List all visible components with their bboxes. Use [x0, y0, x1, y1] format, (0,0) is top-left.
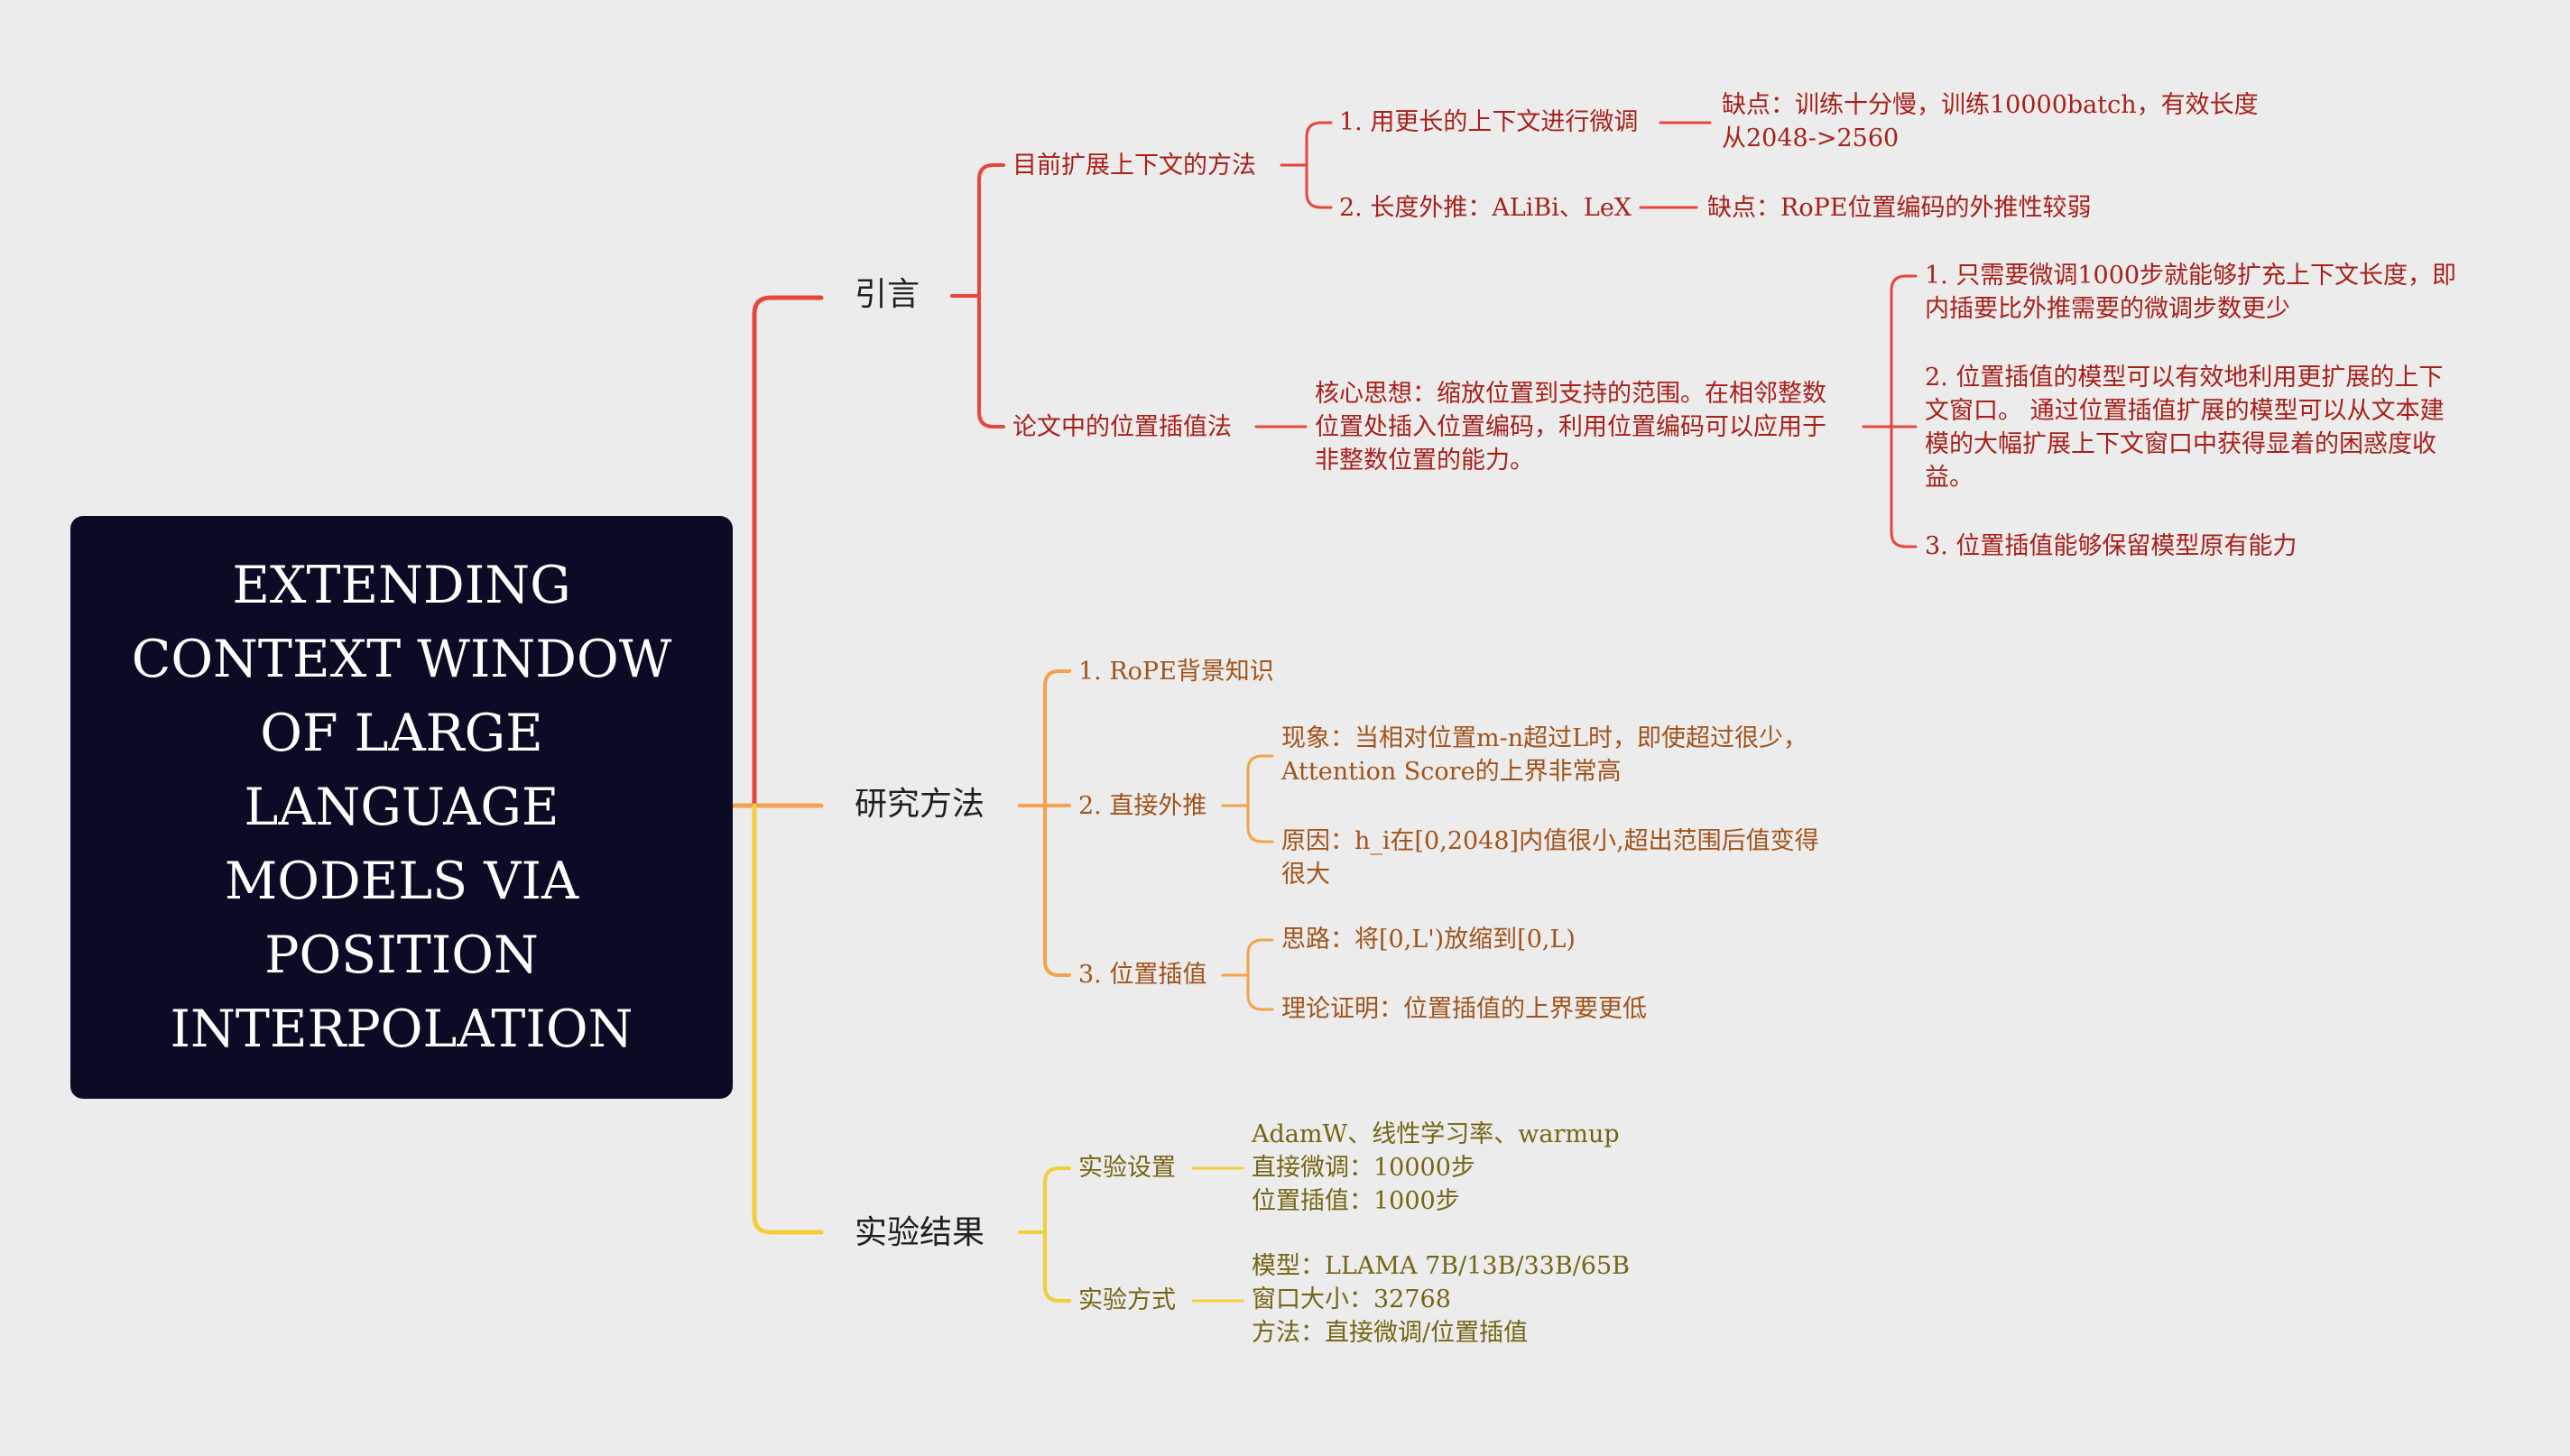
direct-edge-1: [1246, 804, 1274, 843]
method-edge-2: [1043, 804, 1071, 977]
current-edge-0: [1305, 121, 1333, 167]
direct-edge-0: [1246, 754, 1274, 807]
node-point-1[interactable]: 1. 只需要微调1000步就能够扩充上下文长度，即 内插要比外推需要的微调步数更…: [1925, 262, 2457, 323]
node-extrapolation[interactable]: 2. 长度外推：ALiBi、LeX: [1339, 194, 1632, 222]
node-interp[interactable]: 3. 位置插值: [1078, 961, 1207, 989]
branch-method[interactable]: 研究方法: [855, 786, 985, 823]
node-approach[interactable]: 实验方式: [1078, 1286, 1176, 1314]
node-point-2[interactable]: 2. 位置插值的模型可以有效地利用更扩展的上下 文窗口。 通过位置插值扩展的模型…: [1925, 364, 2445, 492]
node-reason[interactable]: 原因：h_i在[0,2048]内值很小,超出范围后值变得 很大: [1281, 827, 1819, 889]
results-edge-0: [1043, 1166, 1071, 1234]
intro-edge-1: [977, 294, 1005, 429]
node-rope[interactable]: 1. RoPE背景知识: [1078, 658, 1274, 686]
branch-intro[interactable]: 引言: [855, 276, 920, 313]
node-phenomenon[interactable]: 现象：当相对位置m-n超过L时，即使超过很少， Attention Score的…: [1281, 724, 1808, 786]
node-direct[interactable]: 2. 直接外推: [1078, 792, 1207, 820]
core-edge-2: [1890, 425, 1918, 548]
root-title: EXTENDING CONTEXT WINDOW OF LARGE LANGUA…: [131, 556, 672, 1059]
interp-edge-1: [1246, 973, 1274, 1011]
node-paper-method[interactable]: 论文中的位置插值法: [1012, 413, 1232, 441]
node-core-idea[interactable]: 核心思想：缩放位置到支持的范围。在相邻整数 位置处插入位置编码，利用位置编码可以…: [1315, 380, 1826, 475]
method-edge-0: [1043, 669, 1071, 807]
node-interp-idea[interactable]: 思路：将[0,L')放缩到[0,L): [1281, 926, 1576, 954]
node-finetune[interactable]: 1. 用更长的上下文进行微调: [1339, 108, 1639, 136]
edge-root-results: [752, 803, 824, 1235]
node-point-3[interactable]: 3. 位置插值能够保留模型原有能力: [1925, 532, 2297, 560]
node-current-methods[interactable]: 目前扩展上下文的方法: [1012, 152, 1256, 180]
current-edge-1: [1305, 163, 1333, 209]
intro-edge-0: [977, 163, 1005, 298]
node-finetune-drawback[interactable]: 缺点：训练十分慢，训练10000batch，有效长度 从2048->2560: [1722, 91, 2259, 152]
root-node[interactable]: EXTENDING CONTEXT WINDOW OF LARGE LANGUA…: [70, 516, 733, 1099]
core-edge-0: [1890, 274, 1918, 429]
node-setup-details[interactable]: AdamW、线性学习率、warmup 直接微调：10000步 位置插值：1000…: [1252, 1120, 1620, 1215]
edge-root-intro: [752, 295, 824, 808]
interp-edge-0: [1246, 938, 1274, 977]
node-interp-proof[interactable]: 理论证明：位置插值的上界要更低: [1281, 995, 1647, 1023]
branch-results[interactable]: 实验结果: [855, 1214, 985, 1251]
results-edge-1: [1043, 1230, 1071, 1303]
node-extrapolation-drawback[interactable]: 缺点：RoPE位置编码的外推性较弱: [1707, 194, 2092, 222]
node-approach-details[interactable]: 模型：LLAMA 7B/13B/33B/65B 窗口大小：32768 方法：直接…: [1252, 1252, 1630, 1347]
node-setup[interactable]: 实验设置: [1078, 1154, 1176, 1182]
